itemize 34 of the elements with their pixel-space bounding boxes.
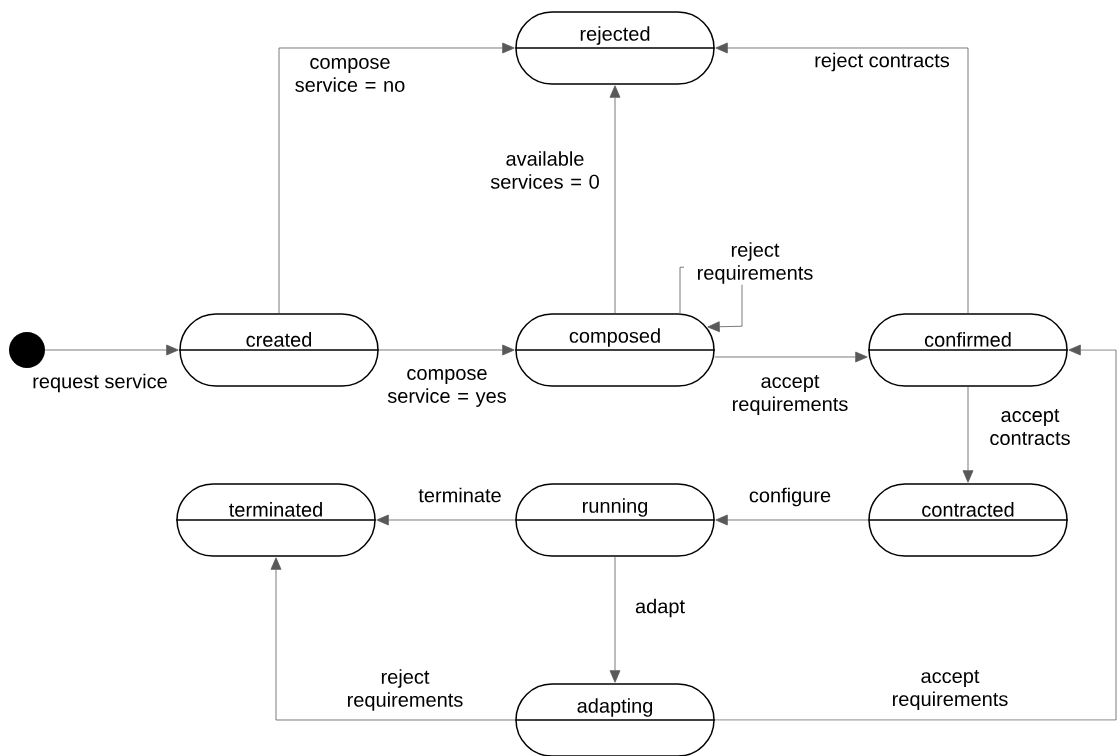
edge-label: compose service = yes [381,368,513,408]
arrow [715,42,969,314]
edge-label: terminate [417,486,503,504]
arrow [270,557,516,721]
edge-label: request service [31,372,169,394]
edge-label: accept contracts [979,407,1081,447]
state-box: composed [514,313,716,387]
edge-label: compose service = no [286,57,414,93]
edge-label: reject requirements [684,241,826,285]
state-box: adapting [514,683,716,756]
state-box: terminated [175,483,377,557]
state-box: running [514,483,716,557]
edge-label: accept requirements [879,668,1021,712]
arrow [376,514,516,526]
edge-label: available services = 0 [484,150,606,190]
initial-state-dot [9,332,45,368]
state-box: contracted [867,483,1069,557]
edge-label: reject contracts [813,51,951,73]
arrow [278,42,515,314]
state-box: created [178,313,380,387]
arrow [609,556,621,683]
edge-label: adapt [634,597,687,619]
state-box: confirmed [867,313,1069,387]
edge-label: accept requirements [719,373,861,417]
edge-label: configure [747,486,833,508]
arrow [962,386,974,483]
arrow [714,351,868,363]
arrow [714,344,1117,721]
state-box: rejected [514,11,716,85]
arrow [609,85,621,314]
arrow [44,344,179,356]
arrow [378,344,515,356]
edge-label: reject requirements [334,668,476,712]
arrow [715,514,869,526]
